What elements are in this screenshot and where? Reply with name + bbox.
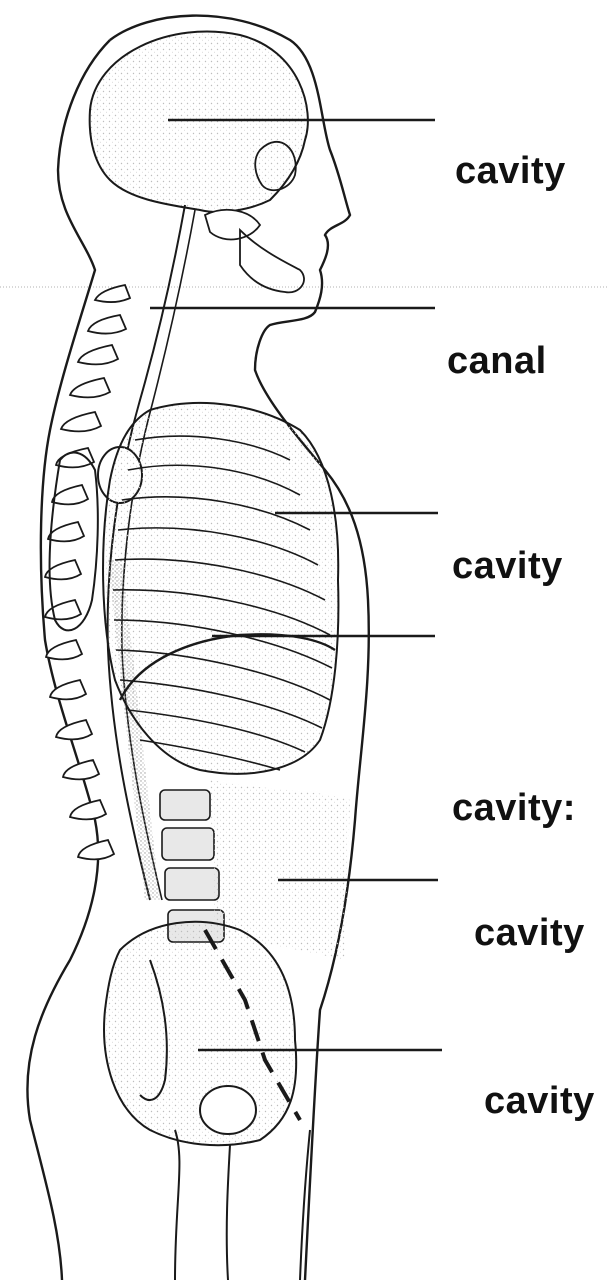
label-pelvic-cavity: cavity <box>484 1080 595 1123</box>
label-cranial-cavity: cavity <box>455 150 566 193</box>
jaw-joint <box>205 210 260 240</box>
label-abdominopelvic-cavity: cavity: <box>452 787 576 830</box>
mandible <box>240 230 304 292</box>
skull <box>90 32 308 212</box>
label-abdominal-cavity: cavity <box>474 912 585 955</box>
label-vertebral-canal: canal <box>447 340 547 383</box>
rib-cage <box>103 403 338 774</box>
back-outline <box>27 40 110 1280</box>
label-thoracic-cavity: cavity <box>452 545 563 588</box>
femur <box>175 1130 230 1280</box>
femur-head <box>200 1086 256 1134</box>
